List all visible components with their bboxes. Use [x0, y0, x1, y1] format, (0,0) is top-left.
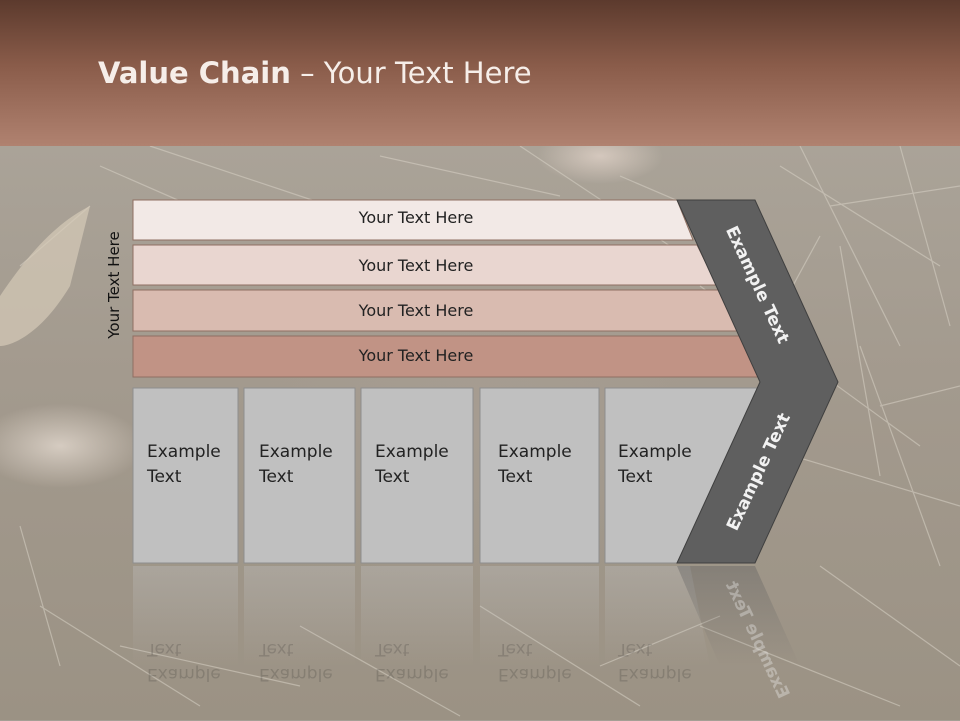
column-label-4-line1: Example — [498, 442, 572, 462]
row-label-2: Your Text Here — [358, 256, 474, 275]
column-text-reflection-3: Example Text — [375, 636, 449, 686]
column-text-reflection-2: Example Text — [259, 636, 333, 686]
page-title: Value Chain – Your Text Here — [98, 56, 532, 90]
reflection-line1: Example — [618, 664, 692, 684]
column-label-2: Example Text — [259, 440, 333, 490]
column-text-reflection-1: Example Text — [147, 636, 221, 686]
column-box-3 — [360, 387, 474, 564]
column-label-3-line2: Text — [375, 467, 410, 487]
reflection-line1: Example — [375, 664, 449, 684]
reflection-line2: Text — [498, 639, 533, 659]
column-label-1: Example Text — [147, 440, 221, 490]
title-bold: Value Chain — [98, 56, 291, 90]
column-label-4-line2: Text — [498, 467, 533, 487]
column-reflection-4 — [480, 566, 599, 666]
reflection-line1: Example — [498, 664, 572, 684]
title-rest: – Your Text Here — [290, 56, 532, 90]
column-label-2-line1: Example — [259, 442, 333, 462]
column-reflection-2 — [244, 566, 355, 666]
column-label-1-line1: Example — [147, 442, 221, 462]
column-reflection-5 — [605, 566, 710, 666]
row-label-4: Your Text Here — [358, 346, 474, 365]
column-text-reflection-4: Example Text — [498, 636, 572, 686]
row-bar-1 — [132, 199, 694, 241]
column-label-5: Example Text — [618, 440, 692, 490]
arrow-reflection — [677, 566, 800, 666]
reflection-line2: Text — [375, 639, 410, 659]
column-label-5-line2: Text — [618, 467, 653, 487]
row-label-3: Your Text Here — [358, 301, 474, 320]
column-label-4: Example Text — [498, 440, 572, 490]
reflection-line1: Example — [147, 664, 221, 684]
column-label-1-line2: Text — [147, 467, 182, 487]
reflection-line1: Example — [259, 664, 333, 684]
reflection-line2: Text — [147, 639, 182, 659]
column-reflection-3 — [361, 566, 473, 666]
column-box-1 — [132, 387, 239, 564]
column-label-3-line1: Example — [375, 442, 449, 462]
column-label-2-line2: Text — [259, 467, 294, 487]
side-label: Your Text Here — [105, 231, 123, 339]
column-label-5-line1: Example — [618, 442, 692, 462]
row-label-1: Your Text Here — [358, 208, 474, 227]
column-label-3: Example Text — [375, 440, 449, 490]
reflection-line2: Text — [259, 639, 294, 659]
column-box-2 — [243, 387, 356, 564]
chevron-arrow — [676, 199, 839, 564]
title-bar — [0, 0, 960, 146]
column-box-4 — [479, 387, 600, 564]
column-reflection-1 — [133, 566, 238, 666]
reflection-line2: Text — [618, 639, 653, 659]
column-text-reflection-5: Example Text — [618, 636, 692, 686]
